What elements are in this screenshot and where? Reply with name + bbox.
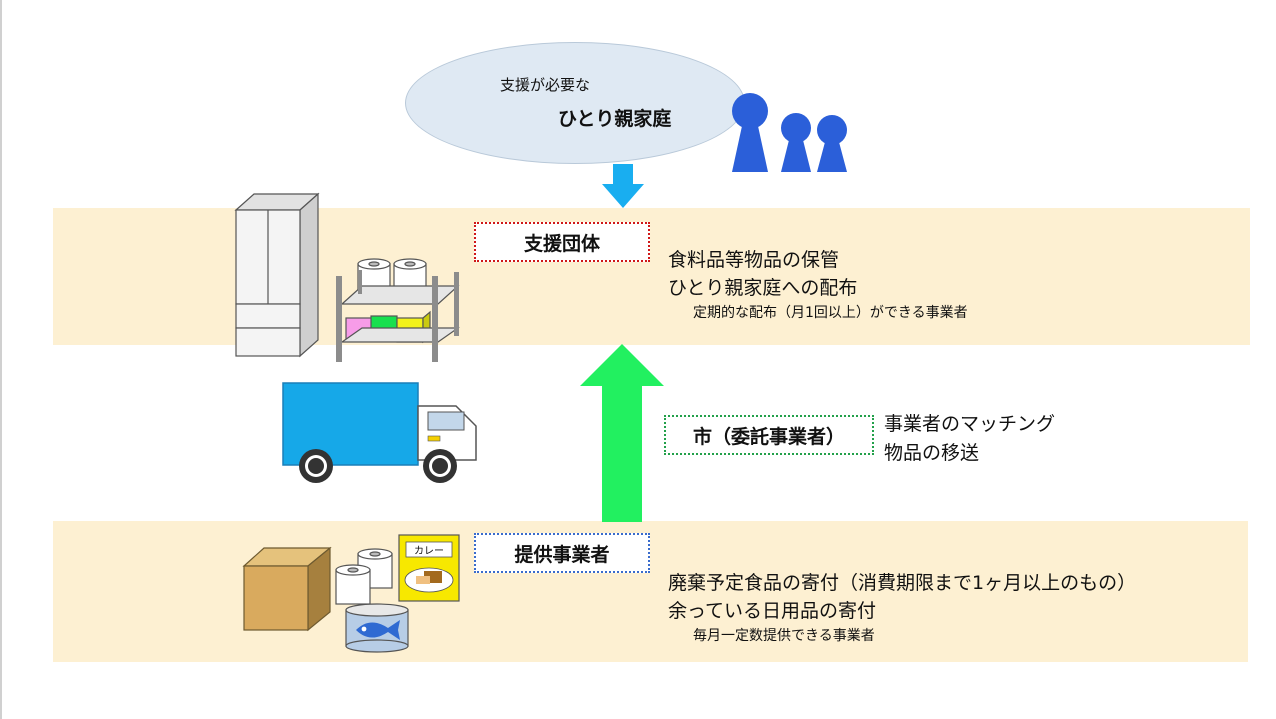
paper-roll-icon	[335, 548, 393, 605]
recipient-cloud	[405, 42, 745, 164]
city-label: 市（委託事業者）	[664, 415, 874, 455]
provider-role-2: 余っている日用品の寄付	[668, 600, 877, 622]
support-group-role-2: ひとり親家庭への配布	[668, 277, 858, 299]
provider-label: 提供事業者	[474, 533, 650, 573]
down-arrow-icon	[602, 164, 644, 208]
slide-left-edge	[0, 0, 2, 719]
provider-condition: 毎月一定数提供できる事業者	[693, 628, 875, 644]
support-group-band	[53, 208, 1250, 345]
city-role-1: 事業者のマッチング	[884, 413, 1056, 435]
support-group-label: 支援団体	[474, 222, 650, 262]
storage-rack-icon	[336, 258, 460, 362]
up-arrow-icon	[580, 344, 664, 522]
refrigerator-icon	[234, 192, 320, 358]
recipient-line2: ひとり親家庭	[558, 108, 672, 130]
curry-label: カレー	[414, 545, 444, 557]
provider-role-1: 廃棄予定食品の寄付（消費期限まで1ヶ月以上のもの）	[668, 572, 1137, 594]
delivery-truck-icon	[282, 382, 477, 483]
curry-pack-icon: カレー	[398, 534, 460, 602]
support-group-role-1: 食料品等物品の保管	[668, 249, 840, 271]
family-people-icon	[732, 93, 847, 172]
recipient-line1: 支援が必要な	[500, 76, 591, 94]
support-group-condition: 定期的な配布（月1回以上）ができる事業者	[693, 305, 968, 321]
canned-fish-icon	[345, 603, 409, 653]
city-role-2: 物品の移送	[884, 442, 980, 464]
cardboard-box-icon	[242, 546, 332, 632]
